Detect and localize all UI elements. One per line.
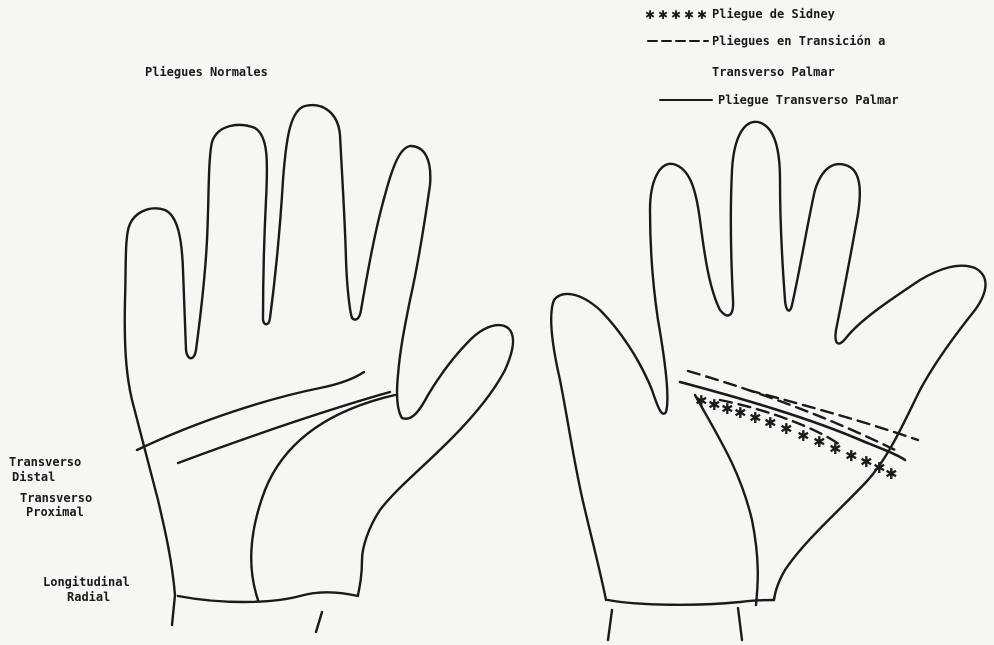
- right-wrist-right-edge: [738, 608, 742, 640]
- left-hand-title: Pliegues Normales: [145, 65, 268, 79]
- svg-text:✱: ✱: [749, 409, 762, 427]
- svg-text:✱: ✱: [645, 8, 655, 22]
- svg-text:✱: ✱: [684, 8, 694, 22]
- right-wrist-left-edge: [608, 610, 612, 640]
- svg-text:✱: ✱: [780, 420, 793, 438]
- svg-text:✱: ✱: [860, 453, 873, 471]
- svg-text:✱: ✱: [721, 400, 734, 418]
- svg-text:✱: ✱: [671, 8, 681, 22]
- svg-text:✱: ✱: [697, 8, 707, 22]
- svg-text:✱: ✱: [734, 404, 747, 422]
- left-crease-longitudinal-radial: [251, 395, 395, 600]
- left-wrist-left-edge: [172, 595, 175, 625]
- legend-sidney-label: Pliegue de Sidney: [712, 7, 835, 21]
- right-wrist-bottom: [608, 600, 774, 605]
- left-wrist-bottom: [178, 592, 358, 602]
- label-transverso-proximal-line1: Transverso: [20, 491, 92, 505]
- legend-transverso-palmar-label: Pliegue Transverso Palmar: [718, 93, 899, 107]
- label-transverso-distal-line2: Distal: [12, 470, 55, 484]
- label-transverso-distal-line1: Transverso: [9, 455, 81, 469]
- left-wrist-right-edge: [316, 612, 322, 632]
- legend-swatch-sidney: ✱ ✱ ✱ ✱ ✱: [645, 8, 707, 22]
- legend-transicion-label-line1: Pliegues en Transición a: [712, 34, 885, 48]
- legend-transicion-label-line2: Transverso Palmar: [712, 65, 835, 79]
- label-longitudinal-radial-line1: Longitudinal: [43, 575, 130, 589]
- label-longitudinal-radial-line2: Radial: [67, 590, 110, 604]
- svg-text:✱: ✱: [813, 433, 826, 451]
- svg-text:✱: ✱: [829, 440, 842, 458]
- left-hand-outline: [125, 105, 513, 595]
- svg-text:✱: ✱: [873, 459, 886, 477]
- svg-text:✱: ✱: [885, 465, 898, 483]
- svg-text:✱: ✱: [708, 396, 721, 414]
- label-transverso-proximal-line2: Proximal: [26, 505, 84, 519]
- svg-text:✱: ✱: [845, 447, 858, 465]
- left-crease-transverso-proximal: [178, 392, 390, 463]
- svg-text:✱: ✱: [695, 392, 708, 410]
- svg-text:✱: ✱: [764, 414, 777, 432]
- right-hand-outline: [551, 122, 985, 600]
- svg-text:✱: ✱: [658, 8, 668, 22]
- svg-text:✱: ✱: [797, 427, 810, 445]
